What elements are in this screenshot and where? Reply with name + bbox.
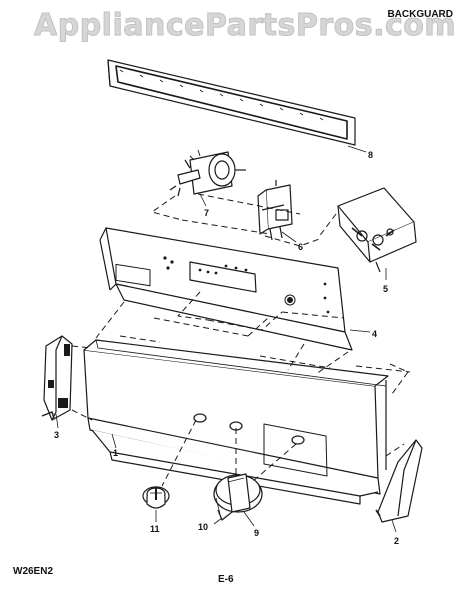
backguard-body-part-1 bbox=[83, 339, 389, 505]
model-code: W26EN2 bbox=[13, 566, 54, 577]
callout-6: 6 bbox=[298, 242, 303, 252]
callout-2: 2 bbox=[394, 536, 399, 546]
small-knob-part-11 bbox=[142, 486, 170, 509]
callout-5: 5 bbox=[383, 284, 388, 294]
callout-9: 9 bbox=[254, 528, 259, 538]
control-panel-part-4 bbox=[99, 227, 353, 351]
callout-7: 7 bbox=[204, 208, 209, 218]
assembly-guide-lines bbox=[71, 193, 411, 487]
left-end-cap-part-3 bbox=[41, 335, 73, 421]
gasket-part-8 bbox=[107, 59, 356, 146]
page-code: E-6 bbox=[218, 574, 234, 585]
callout-leaders bbox=[55, 145, 397, 533]
timer-part-5 bbox=[337, 187, 417, 273]
callout-8: 8 bbox=[368, 150, 373, 160]
callout-4: 4 bbox=[372, 329, 377, 339]
callout-3: 3 bbox=[54, 430, 59, 440]
right-end-cap-part-2 bbox=[375, 439, 423, 523]
large-knob-part-9 bbox=[213, 473, 263, 521]
motor-part-7 bbox=[169, 149, 246, 197]
callout-1: 1 bbox=[113, 448, 118, 458]
callout-10: 10 bbox=[198, 522, 208, 532]
watermark: AppliancePartsPros.com bbox=[33, 8, 457, 44]
callout-11: 11 bbox=[150, 524, 160, 534]
switch-part-6 bbox=[257, 180, 293, 241]
section-title: BACKGUARD bbox=[387, 9, 453, 20]
